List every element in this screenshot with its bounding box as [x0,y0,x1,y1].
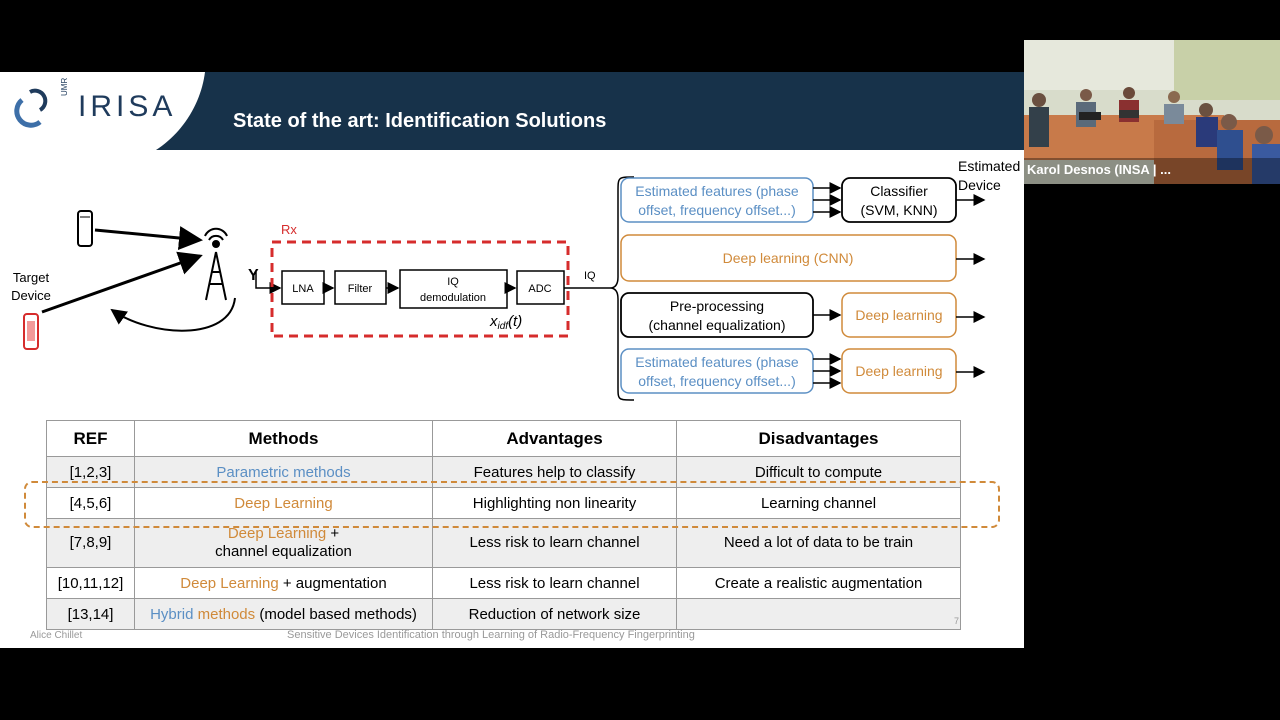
target-label-2: Device [11,288,51,303]
estimated-device-line1: Estimated [958,158,1020,174]
antenna-tower-icon [204,227,228,301]
adc-block: ADC [528,283,551,295]
col-disadvantages: Disadvantages [676,420,961,457]
target-phone-icon [23,313,39,350]
est-features-1-line1: Estimated features (phase [635,183,799,199]
table-header-row: REF Methods Advantages Disadvantages [46,420,961,457]
cell-ref: [10,11,12] [46,567,135,599]
table-row: [13,14] Hybrid methods (model based meth… [46,598,961,630]
slide-title: State of the art: Identification Solutio… [233,110,607,132]
participant-name: Karol Desnos (INSA | ... [1027,162,1172,177]
est-features-2-line1: Estimated features (phase [635,354,799,370]
cell-method: Hybrid methods (model based methods) [134,598,433,630]
filter-block: Filter [348,283,373,295]
participant-video-tile[interactable]: Karol Desnos (INSA | ... [1024,40,1280,184]
logo-background [0,72,205,170]
col-methods: Methods [134,420,433,457]
cell-disadvantage [676,598,961,630]
deep-learning-3: Deep learning [855,307,942,323]
phone-icon [77,210,93,247]
signal-label: xidf(t) [489,313,522,332]
cell-disadvantage: Learning channel [676,487,961,519]
y-label: Y [248,267,259,284]
cell-advantage: Highlighting non linearity [432,487,677,519]
irisa-logo: IRISA [78,90,177,123]
iq-demod-block-2: demodulation [420,292,486,304]
cell-ref: [4,5,6] [46,487,135,519]
meeting-room-thumbnail [1024,40,1280,184]
col-advantages: Advantages [432,420,677,457]
est-features-1-line2: offset, frequency offset...) [638,202,795,218]
estimated-device-line2: Device [958,177,1001,193]
rx-diagram: Target Device Y Rx LNA Filter IQ demodul… [11,158,1020,401]
cell-disadvantage: Create a realistic augmentation [676,567,961,599]
lna-block: LNA [292,283,314,295]
rx-label: Rx [281,222,297,237]
col-ref: REF [46,420,135,457]
preprocessing-line2: (channel equalization) [649,317,786,333]
preprocessing-line1: Pre-processing [670,298,764,314]
classifier-line1: Classifier [870,183,928,199]
cell-advantage: Less risk to learn channel [432,567,677,599]
est-features-2-line2: offset, frequency offset...) [638,373,795,389]
table-row: [10,11,12] Deep Learning + augmentation … [46,567,961,599]
footer-author: Alice Chillet [30,630,83,641]
cell-advantage: Reduction of network size [432,598,677,630]
highlight-deep-learning-row [24,481,1000,528]
cell-method: Deep Learning + augmentation [134,567,433,599]
iq-label: IQ [584,270,596,282]
cell-method: Deep Learning [134,487,433,519]
target-label-1: Target [13,270,50,285]
iq-demod-block-1: IQ [447,276,459,288]
page-number: 7 [954,616,960,626]
deep-learning-4: Deep learning [855,363,942,379]
deep-cnn-label: Deep learning (CNN) [723,250,854,266]
table-row: [4,5,6] Deep Learning Highlighting non l… [46,487,961,519]
cell-ref: [13,14] [46,598,135,630]
footer-talk-title: Sensitive Devices Identification through… [287,629,695,641]
presentation-slide: UMR IRISA State of the art: Identificati… [0,72,1024,648]
classifier-line2: (SVM, KNN) [861,202,938,218]
